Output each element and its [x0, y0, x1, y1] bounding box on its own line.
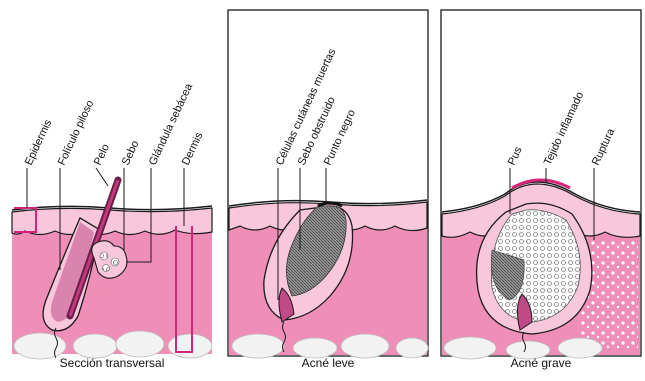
epidermis-layer	[12, 208, 212, 235]
caption-severe-acne: Acné grave	[441, 356, 641, 370]
panel-severe-acne: Pus Tejido inflamado Ruptura	[441, 10, 641, 359]
caption-cross-section: Sección transversal	[12, 356, 212, 370]
label-hair-follicle: Folículo piloso	[56, 98, 97, 167]
label-sebum: Sebo	[120, 139, 142, 167]
caption-mild-acne: Acné leve	[228, 356, 428, 370]
label-dermis: Dermis	[180, 130, 206, 167]
label-epidermis: Epidermis	[23, 117, 55, 167]
panel-cross-section: Epidermis Folículo piloso Pelo Sebo Glán…	[12, 81, 212, 359]
label-hair: Pelo	[92, 142, 112, 167]
panel-mild-acne: Células cutáneas muertas Sebo obstruido …	[228, 10, 428, 358]
